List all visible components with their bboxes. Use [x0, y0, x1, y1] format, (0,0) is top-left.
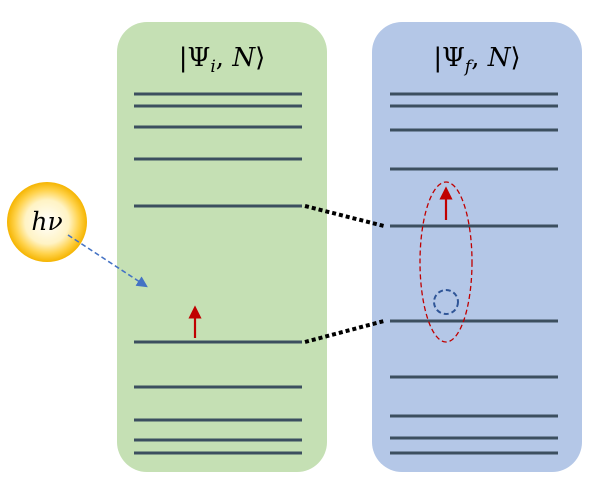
initial-energy-levels	[134, 92, 302, 455]
hole-circle	[433, 289, 459, 315]
final-energy-levels	[390, 92, 558, 455]
initial-state-label: |Ψi, N⟩	[179, 43, 265, 77]
initial-state-panel	[117, 22, 327, 472]
photon-label: hν	[31, 207, 62, 236]
photon-sun-icon	[7, 182, 87, 262]
final-state-label: |Ψf, N⟩	[433, 43, 520, 77]
exciton-ellipse	[419, 181, 473, 343]
final-state-panel	[372, 22, 582, 472]
